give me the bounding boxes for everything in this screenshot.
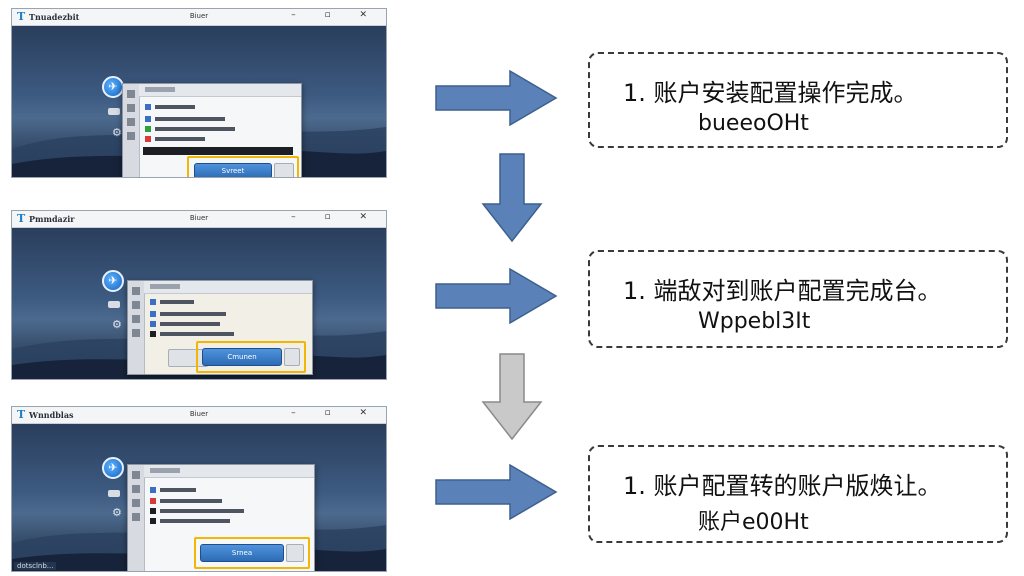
- desktop-background: ✈ ⚙ Svreet: [12, 26, 386, 177]
- dialog-header: [139, 84, 301, 97]
- account-setup-dialog: Srnea: [127, 464, 315, 571]
- list-item: [150, 331, 234, 337]
- thunderbird-dock-icon[interactable]: ✈: [102, 76, 124, 98]
- arrow-right-icon: [435, 267, 558, 325]
- step-subtext: 账户e00Ht: [698, 510, 809, 535]
- thunderbird-dock-icon[interactable]: ✈: [102, 457, 124, 479]
- screenshot-step-1: T Tnuadezbit Biuer – ▫ ✕ ✈ ⚙ Svree: [11, 8, 387, 178]
- list-item: [150, 487, 196, 493]
- window-titlebar: T Tnuadezbit Biuer – ▫ ✕: [12, 9, 386, 26]
- list-item: [150, 321, 220, 327]
- highlight-frame: [187, 156, 299, 177]
- highlight-frame: [196, 341, 306, 373]
- desktop-background: ✈ ⚙ Cmunen: [12, 228, 386, 379]
- step-box-3: 1. 账户配置转的账户版焕让。 账户e00Ht: [588, 445, 1008, 543]
- dock-item[interactable]: [108, 490, 120, 497]
- secondary-button[interactable]: [284, 348, 300, 366]
- window-titlebar: T Wnndblas Biuer – ▫ ✕: [12, 407, 386, 424]
- app-name: Pmmdazir: [29, 214, 75, 224]
- list-item: [150, 518, 230, 524]
- gear-icon[interactable]: ⚙: [112, 126, 122, 139]
- thunderbird-dock-icon[interactable]: ✈: [102, 270, 124, 292]
- gear-icon[interactable]: ⚙: [112, 506, 122, 519]
- gear-icon[interactable]: ⚙: [112, 318, 122, 331]
- screenshot-step-3: T Wnndblas Biuer – ▫ ✕ ✈ ⚙ Srnea: [11, 406, 387, 572]
- dialog-sidebar: [123, 84, 140, 177]
- step-text: 1. 账户安装配置操作完成。: [623, 79, 918, 107]
- account-setup-dialog: Cmunen: [127, 280, 313, 375]
- step-text: 1. 账户配置转的账户版焕让。: [623, 472, 942, 500]
- dock-item[interactable]: [108, 108, 120, 115]
- window-titlebar: T Pmmdazir Biuer – ▫ ✕: [12, 211, 386, 228]
- primary-action-button[interactable]: Srnea: [200, 544, 284, 562]
- corner-tag: dotsclnb...: [14, 562, 57, 570]
- list-item: [150, 508, 244, 514]
- dialog-sidebar: [128, 465, 145, 571]
- desktop-background: ✈ ⚙ Srnea: [12, 424, 386, 571]
- secondary-button[interactable]: [286, 544, 304, 562]
- window-controls[interactable]: – ▫ ✕: [291, 212, 380, 222]
- window-controls[interactable]: – ▫ ✕: [291, 408, 380, 418]
- account-setup-dialog: Svreet: [122, 83, 302, 177]
- primary-action-button[interactable]: Cmunen: [202, 348, 282, 366]
- window-controls[interactable]: – ▫ ✕: [291, 10, 380, 20]
- step-text: 1. 端敌对到账户配置完成台。: [623, 277, 942, 305]
- list-item: [145, 104, 195, 110]
- thunderbird-logo-icon: T: [17, 212, 26, 225]
- arrow-down-icon: [481, 353, 543, 441]
- step-subtext: bueeoOHt: [698, 111, 809, 136]
- list-item: [150, 498, 222, 504]
- dialog-sidebar: [128, 281, 145, 374]
- window-title: Biuer: [189, 12, 209, 20]
- app-name: Wnndblas: [29, 410, 74, 420]
- arrow-right-icon: [435, 69, 558, 127]
- window-title: Biuer: [189, 214, 209, 222]
- thunderbird-logo-icon: T: [17, 408, 26, 421]
- dialog-header: [144, 281, 312, 294]
- list-item: [145, 136, 205, 142]
- dialog-header: [144, 465, 314, 478]
- highlight-frame: [194, 537, 310, 569]
- list-item: [145, 126, 235, 132]
- list-item: [145, 116, 225, 122]
- step-subtext: Wppebl3It: [698, 309, 811, 334]
- list-item: [150, 299, 194, 305]
- secondary-button[interactable]: [274, 163, 294, 177]
- arrow-down-icon: [481, 153, 543, 243]
- progress-strip: [143, 147, 293, 155]
- window-title: Biuer: [189, 410, 209, 418]
- app-name: Tnuadezbit: [29, 12, 80, 22]
- primary-action-button[interactable]: Svreet: [194, 163, 272, 177]
- screenshot-step-2: T Pmmdazir Biuer – ▫ ✕ ✈ ⚙ Cmunen: [11, 210, 387, 380]
- step-box-1: 1. 账户安装配置操作完成。 bueeoOHt: [588, 52, 1008, 148]
- dock-item[interactable]: [108, 301, 120, 308]
- list-item: [150, 311, 226, 317]
- step-box-2: 1. 端敌对到账户配置完成台。 Wppebl3It: [588, 250, 1008, 348]
- arrow-right-icon: [435, 463, 558, 521]
- thunderbird-logo-icon: T: [17, 10, 26, 23]
